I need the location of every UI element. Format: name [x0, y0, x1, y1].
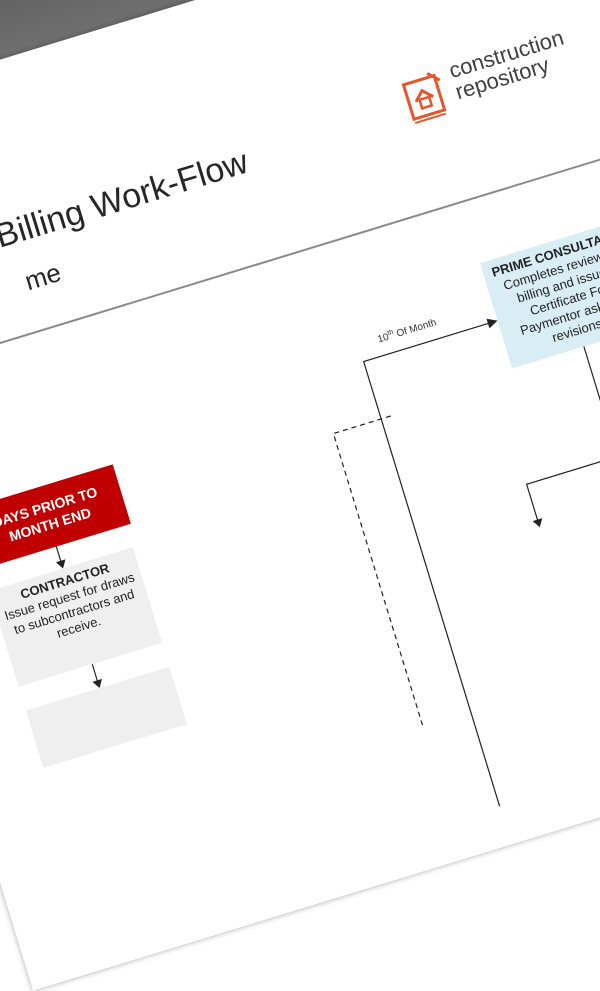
house-logo-icon — [401, 72, 447, 125]
arrowhead-bottom — [532, 518, 543, 528]
scene: Billing Work-Flow me construction reposi… — [0, 0, 600, 807]
connector-to-prime-consultant — [362, 322, 501, 807]
logo: construction repository — [396, 0, 600, 141]
dashed-connector — [332, 415, 424, 726]
arrowhead-contractor — [55, 559, 66, 569]
arrowhead-prime-consultant — [486, 318, 498, 329]
connector-prime-consultant-down — [525, 346, 600, 523]
